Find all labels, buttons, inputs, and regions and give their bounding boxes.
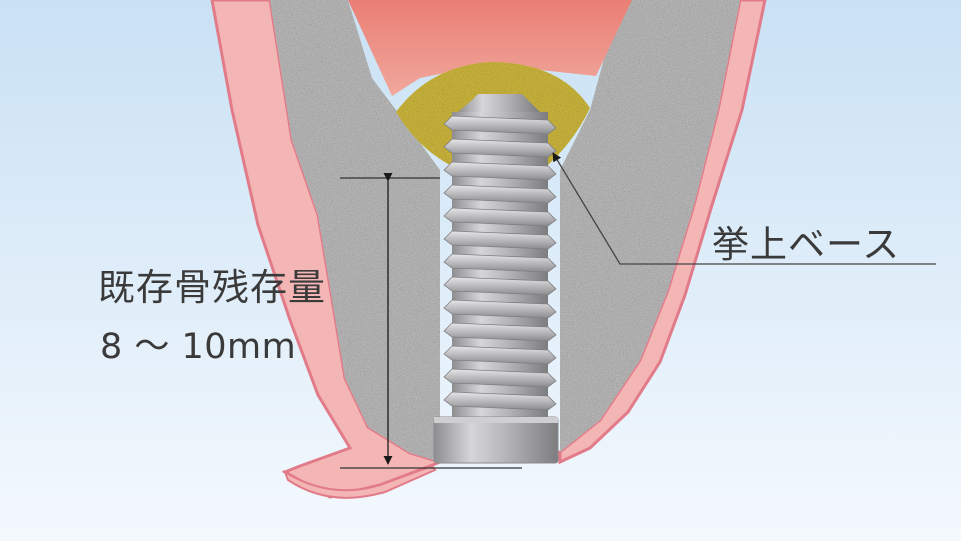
implant-thread <box>443 115 557 135</box>
implant-thread <box>443 368 557 388</box>
dental-implant <box>433 94 559 464</box>
implant-thread <box>443 276 557 296</box>
implant-thread <box>443 322 557 342</box>
gum-lower-flap <box>283 464 437 499</box>
implant-thread <box>443 391 557 411</box>
implant-thread <box>443 138 557 158</box>
implant-thread <box>443 161 557 181</box>
maxillary-sinus <box>348 0 632 96</box>
implant-thread <box>443 253 557 273</box>
bone-range-label: 8 〜 10mm <box>100 327 297 367</box>
implant-thread <box>443 299 557 319</box>
lift-base-label: 挙上ベース <box>712 223 901 266</box>
lift-base-leader <box>552 152 936 265</box>
implant-thread <box>443 230 557 250</box>
implant-thread <box>443 207 557 227</box>
implant-thread <box>443 184 557 204</box>
existing-bone-label: 既存骨残存量 <box>98 266 326 309</box>
implant-thread <box>443 345 557 365</box>
